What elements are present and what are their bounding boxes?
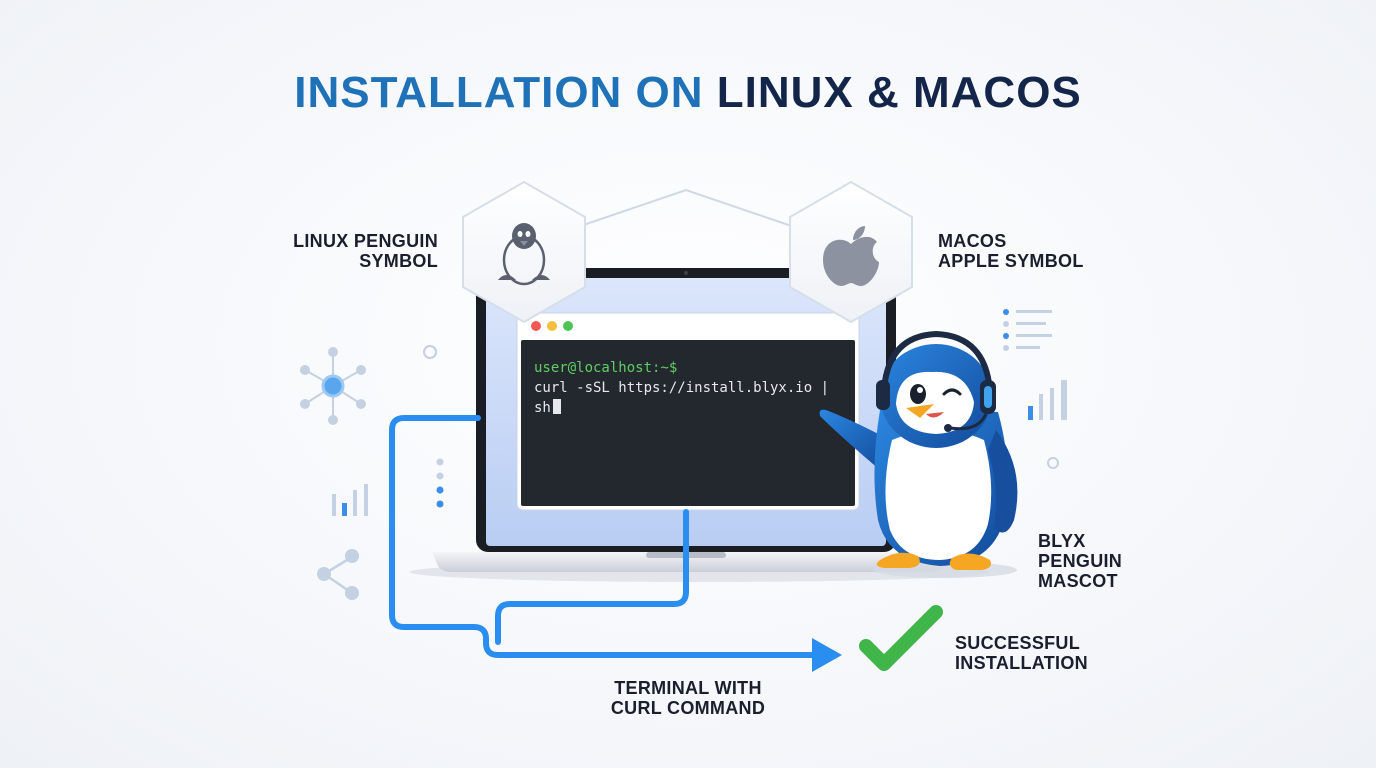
apple-icon [823,226,879,286]
terminal-label-line2: CURL COMMAND [610,698,766,718]
mascot-label-line1: BLYX [1038,531,1086,551]
checkmark-icon [859,605,943,671]
page-title: INSTALLATION ON LINUX & MACOS [0,68,1376,118]
minimize-dot[interactable] [547,321,557,331]
dot-column [436,458,444,508]
mascot-label: BLYX PENGUIN MASCOT [1038,531,1158,591]
share-icon [317,549,359,600]
linux-label: LINUX PENGUIN SYMBOL [230,231,438,271]
title-part1: INSTALLATION ON [294,68,704,117]
bar-chart-icon [1028,380,1067,420]
terminal-label: TERMINAL WITH CURL COMMAND [578,678,798,718]
macos-hexagon [789,180,913,324]
maximize-dot[interactable] [563,321,573,331]
terminal-label-line1: TERMINAL WITH [614,678,762,698]
macos-label-line1: MACOS [938,231,1007,251]
macos-label: MACOS APPLE SYMBOL [938,231,1138,271]
mascot-label-line2: PENGUIN [1038,551,1123,571]
flow-lines [389,415,825,658]
terminal-command: curl -sSL https://install.blyx.io | sh [534,380,830,416]
arrow-head-icon [812,638,842,672]
success-label-line2: INSTALLATION [955,653,1088,673]
list-icon [1003,309,1052,351]
terminal-content: user@localhost:~$ curl -sSL https://inst… [534,358,850,418]
terminal-cursor [552,399,561,414]
success-label-line1: SUCCESSFUL [955,633,1081,653]
network-node-icon [300,347,366,425]
linux-label-line1: LINUX PENGUIN [293,231,438,251]
linux-label-line2: SYMBOL [359,251,438,271]
penguin-mascot [819,330,1018,578]
success-label: SUCCESSFUL INSTALLATION [955,633,1135,673]
mascot-label-line3: MASCOT [1038,571,1118,591]
close-dot[interactable] [531,321,541,331]
linux-hexagon [462,180,586,324]
title-part2: LINUX & MACOS [716,68,1082,117]
macos-label-line2: APPLE SYMBOL [938,251,1084,271]
linux-penguin-icon [498,223,550,286]
bar-chart-icon [332,484,368,516]
terminal-prompt: user@localhost:~$ [534,360,678,376]
terminal-window [516,312,860,511]
